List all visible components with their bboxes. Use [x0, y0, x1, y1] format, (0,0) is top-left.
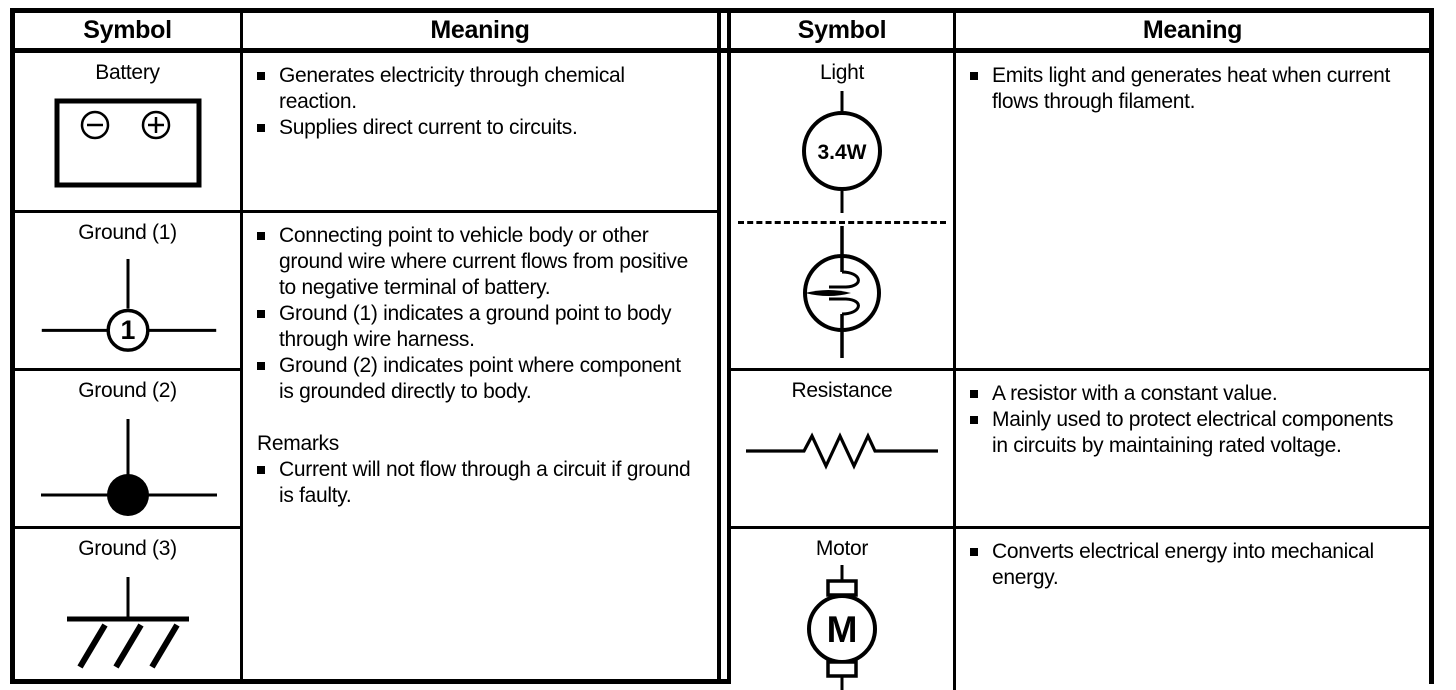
battery-label: Battery	[95, 61, 160, 84]
list-item: Mainly used to protect electrical compon…	[968, 407, 1403, 459]
ground1-symbol-icon: 1	[41, 258, 216, 352]
center-header-band	[721, 13, 727, 53]
motor-label: Motor	[815, 537, 869, 560]
svg-text:1: 1	[120, 315, 135, 345]
dashed-divider	[737, 221, 947, 224]
right-symbol-header: Symbol	[731, 13, 956, 53]
right-table: Symbol Meaning Light 3.4W	[731, 13, 1429, 690]
resistor-symbol-icon	[746, 432, 938, 470]
bullet-icon	[257, 232, 265, 240]
bullet-icon	[257, 362, 265, 370]
ground1-symbol-cell: Ground (1) 1	[15, 213, 243, 371]
bullet-icon	[970, 72, 978, 80]
light-filament-symbol-icon	[803, 226, 881, 358]
bullet-icon	[970, 548, 978, 556]
left-table: Symbol Meaning Battery Generates el	[15, 13, 717, 679]
motor-symbol-icon: M	[807, 565, 877, 690]
left-meaning-header: Meaning	[243, 13, 717, 53]
remarks-title: Remarks	[257, 432, 339, 455]
svg-text:3.4W: 3.4W	[817, 141, 866, 164]
battery-symbol-icon	[54, 98, 201, 188]
bullet-icon	[970, 416, 978, 424]
list-item: Ground (1) indicates a ground point to b…	[255, 301, 691, 353]
resistance-meaning-cell: A resistor with a constant value. Mainly…	[956, 371, 1429, 529]
list-item: Supplies direct current to circuits.	[255, 115, 691, 141]
center-divider	[717, 13, 731, 679]
ground2-symbol-icon	[40, 419, 217, 516]
ground-meaning-cell: Connecting point to vehicle body or othe…	[243, 213, 717, 679]
motor-meaning-cell: Converts electrical energy into mechanic…	[956, 529, 1429, 690]
bullet-icon	[257, 124, 265, 132]
list-item: Emits light and generates heat when curr…	[968, 63, 1403, 115]
right-meaning-header: Meaning	[956, 13, 1429, 53]
list-item: A resistor with a constant value.	[968, 381, 1403, 407]
ground2-label: Ground (2)	[78, 379, 177, 402]
list-item: Current will not flow through a circuit …	[255, 457, 691, 509]
bullet-icon	[257, 466, 265, 474]
ground3-symbol-cell: Ground (3)	[15, 529, 243, 679]
bullet-icon	[257, 72, 265, 80]
list-item: Ground (2) indicates point where compone…	[255, 353, 691, 405]
symbol-meaning-table: Symbol Meaning Battery Generates el	[10, 8, 1434, 690]
list-item: Generates electricity through chemical r…	[255, 63, 691, 115]
light-label: Light	[819, 61, 865, 84]
ground3-label: Ground (3)	[78, 537, 177, 560]
resistance-label: Resistance	[791, 379, 893, 402]
light-symbol-cell: Light 3.4W	[731, 53, 956, 371]
bullet-icon	[970, 390, 978, 398]
bullet-icon	[257, 310, 265, 318]
resistance-symbol-cell: Resistance	[731, 371, 956, 529]
list-item: Converts electrical energy into mechanic…	[968, 539, 1403, 591]
ground1-label: Ground (1)	[78, 221, 177, 244]
battery-meaning-cell: Generates electricity through chemical r…	[243, 53, 717, 213]
ground3-symbol-icon	[66, 577, 189, 669]
battery-symbol-cell: Battery	[15, 53, 243, 213]
motor-symbol-cell: Motor M	[731, 529, 956, 690]
list-item: Connecting point to vehicle body or othe…	[255, 223, 691, 301]
svg-text:M: M	[827, 609, 858, 650]
ground2-symbol-cell: Ground (2)	[15, 371, 243, 529]
light-bulb-symbol-icon: 3.4W	[802, 91, 882, 213]
left-symbol-header: Symbol	[15, 13, 243, 53]
light-meaning-cell: Emits light and generates heat when curr…	[956, 53, 1429, 371]
